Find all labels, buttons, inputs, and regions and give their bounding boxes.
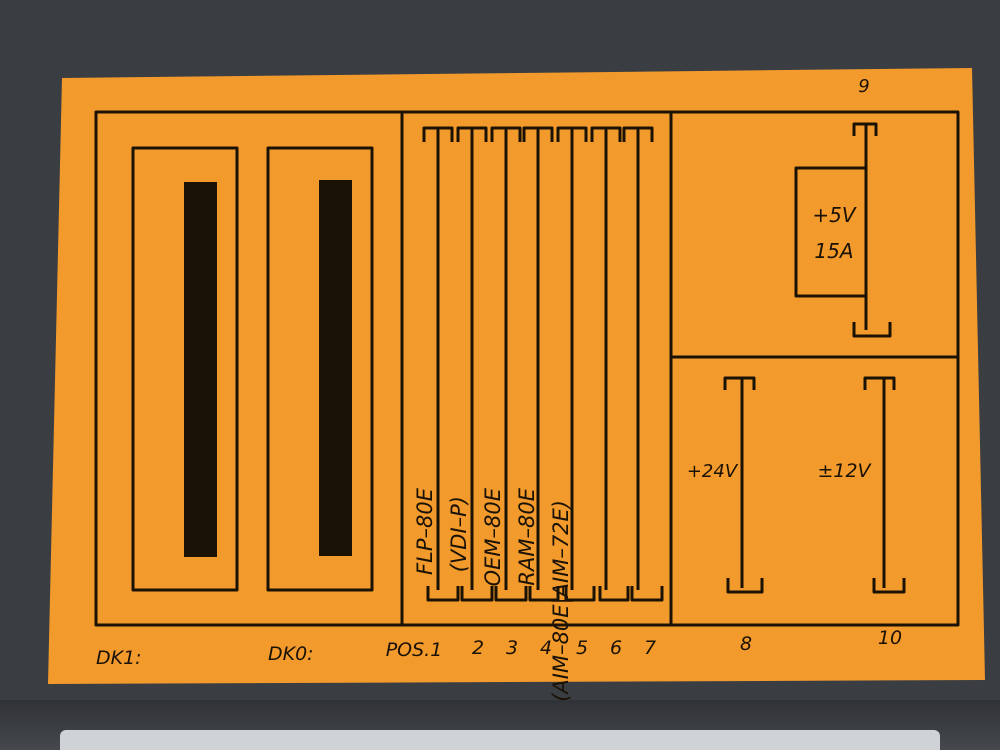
position-5-label: 5 xyxy=(576,637,588,659)
slot-label-flp: FLP–80E xyxy=(413,487,437,575)
position-2-label: 2 xyxy=(472,637,484,659)
power-12v-label: ±12V xyxy=(817,460,872,482)
position-6-label: 6 xyxy=(610,637,622,659)
dk1-label: DK1: xyxy=(96,647,142,669)
slot-label-oem: OEM–80E xyxy=(481,487,505,586)
slot-label-aim: (AIM–80E|AIM–72E) xyxy=(549,500,574,702)
drive-slot-dk1 xyxy=(184,182,217,557)
position-3-label: 3 xyxy=(506,637,518,659)
slot-label-ram: RAM–80E xyxy=(515,487,539,585)
drive-slot-dk0 xyxy=(319,180,352,556)
psu-5v-voltage: +5V xyxy=(812,203,856,227)
position-7-label: 7 xyxy=(644,637,656,659)
power-24v-label: +24V xyxy=(687,461,739,482)
psu-5v-current: 15A xyxy=(814,239,853,263)
slot-label-vdi: (VDI–P) xyxy=(447,496,471,572)
position-9-label: 9 xyxy=(858,76,869,97)
position-8-label: 8 xyxy=(740,633,752,655)
position-10-label: 10 xyxy=(878,627,902,649)
position-1-label: POS.1 xyxy=(386,639,443,661)
dk0-label: DK0: xyxy=(268,643,314,665)
position-4-label: 4 xyxy=(540,637,552,659)
